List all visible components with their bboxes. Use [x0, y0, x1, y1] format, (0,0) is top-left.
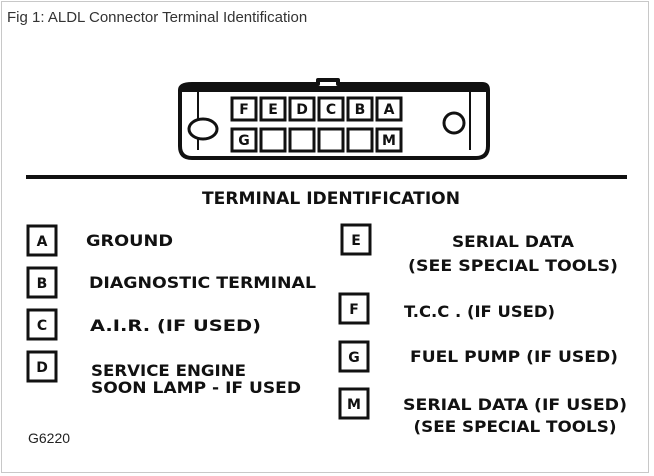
section-heading: TERMINAL IDENTIFICATION [202, 189, 460, 209]
terminal-entry-f: F T.C.C . (IF USED) [338, 292, 555, 325]
terminal-description: (SEE SPECIAL TOOLS) [408, 256, 618, 275]
terminal-letter-box [26, 266, 58, 299]
connector-pin [346, 96, 374, 122]
terminal-letter-box [26, 224, 58, 257]
left-mounting-hole [187, 117, 219, 141]
terminal-letter: B [37, 276, 48, 292]
terminal-entry-b: B DIAGNOSTIC TERMINAL [26, 266, 316, 299]
terminal-letter: C [37, 318, 47, 334]
connector-pin [288, 96, 316, 122]
pin-label: F [239, 102, 249, 118]
terminal-description: GROUND [86, 231, 173, 250]
terminal-letter: F [349, 302, 359, 318]
terminal-letter-box [26, 308, 58, 341]
terminal-description: T.C.C . (IF USED) [404, 302, 555, 321]
connector-pin [259, 127, 287, 153]
terminal-description: SOON LAMP - IF USED [91, 378, 301, 397]
terminal-list: A GROUND B DIAGNOSTIC TERMINAL C A.I.R. (IF U… [26, 223, 627, 436]
connector-top-edge [182, 86, 486, 92]
terminal-letter-box [338, 340, 370, 373]
connector-pin [317, 96, 345, 122]
terminal-description: A.I.R. (IF USED) [90, 316, 261, 335]
right-mounting-hole [442, 111, 466, 135]
figure-code: G6220 [28, 430, 71, 446]
connector-pin [288, 127, 316, 153]
terminal-entry-m: M SERIAL DATA (IF USED) (SEE SPECIAL TOOLS… [338, 387, 627, 436]
connector-pin [259, 96, 287, 122]
pin-label: D [296, 102, 308, 118]
terminal-description: SERIAL DATA (IF USED) [403, 395, 627, 414]
terminal-letter-box [338, 387, 370, 420]
connector-pin [230, 127, 258, 153]
pin-label: M [382, 133, 396, 149]
terminal-description: SERVICE ENGINE [91, 361, 246, 380]
aldl-connector: F E D C B A G M [178, 78, 490, 160]
divider-line [26, 175, 627, 179]
figure-title: Fig 1: ALDL Connector Terminal Identific… [7, 9, 308, 26]
connector-pin [346, 127, 374, 153]
terminal-letter-box [26, 350, 58, 383]
terminal-description: SERIAL DATA [452, 232, 575, 251]
terminal-letter: A [37, 234, 48, 250]
terminal-description: FUEL PUMP (IF USED) [410, 347, 618, 366]
terminal-entry-g: G FUEL PUMP (IF USED) [338, 340, 618, 373]
terminal-letter-box [340, 223, 372, 256]
terminal-entry-e: E SERIAL DATA (SEE SPECIAL TOOLS) [340, 223, 618, 275]
pin-label: B [355, 102, 366, 118]
connector-pin [375, 96, 403, 122]
terminal-letter: E [351, 233, 361, 249]
connector-pin [375, 127, 403, 153]
pin-label: C [326, 102, 336, 118]
terminal-entry-c: C A.I.R. (IF USED) [26, 308, 261, 341]
pin-label: G [238, 133, 250, 149]
terminal-letter: M [347, 397, 361, 413]
connector-pin [317, 127, 345, 153]
terminal-letter-box [338, 292, 370, 325]
terminal-entry-a: A GROUND [26, 224, 173, 257]
pin-label: E [268, 102, 278, 118]
pin-grid: F E D C B A G M [230, 96, 403, 153]
terminal-letter: G [348, 350, 360, 366]
pin-label: A [384, 102, 395, 118]
terminal-description: (SEE SPECIAL TOOLS) [414, 417, 617, 436]
connector-pin [230, 96, 258, 122]
terminal-description: DIAGNOSTIC TERMINAL [89, 273, 316, 292]
terminal-letter: D [36, 360, 48, 376]
